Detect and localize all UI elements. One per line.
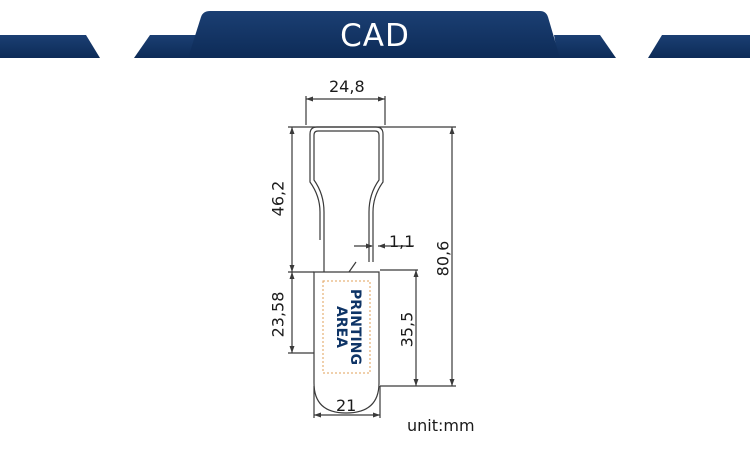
arrow-bottom-left (314, 412, 321, 418)
arrow-body-bottom (289, 346, 295, 353)
banner-right-outer (648, 35, 750, 58)
dim-top-width-label: 24,8 (329, 77, 365, 96)
arrow-top-width-left (306, 96, 313, 102)
printing-area-line2: AREA (333, 305, 349, 348)
dim-body-height-label: 23,58 (268, 291, 288, 338)
printing-area-line1: PRINTING (347, 289, 363, 365)
arrow-neck-top (289, 127, 295, 134)
dim-wire-label: 1,1 (389, 232, 415, 251)
banner-left-inner (134, 35, 200, 58)
seal-body (313, 271, 380, 414)
seal-loop-inner (313, 130, 380, 272)
arrow-bottom-right (373, 412, 380, 418)
banner-left-outer (0, 35, 100, 58)
arrow-wire-right (378, 243, 385, 249)
arrow-total-bottom (449, 379, 455, 386)
printing-area-label: PRINTING AREA (333, 272, 363, 382)
arrow-body-top (289, 272, 295, 279)
arrow-inner-bottom (413, 379, 419, 386)
banner-right-inner (554, 35, 616, 58)
arrow-wire-left (366, 243, 373, 249)
dim-total-height-label: 80,6 (433, 240, 453, 277)
unit-label: unit:mm (407, 416, 475, 435)
dim-neck-height-label: 46,2 (268, 180, 288, 217)
arrow-inner-top (413, 270, 419, 277)
arrow-total-top (449, 127, 455, 134)
printing-area-box (322, 280, 371, 374)
arrow-neck-bottom (289, 265, 295, 272)
dim-body-inner-height-label: 35,5 (397, 311, 417, 348)
seal-pin (348, 261, 357, 273)
header-banner: CAD (0, 0, 750, 62)
banner-shape (0, 11, 750, 58)
arrow-top-width-right (378, 96, 385, 102)
dim-bottom-width-label: 21 (336, 396, 357, 415)
banner-center-tab (188, 11, 560, 58)
page-title: CAD (340, 18, 410, 54)
